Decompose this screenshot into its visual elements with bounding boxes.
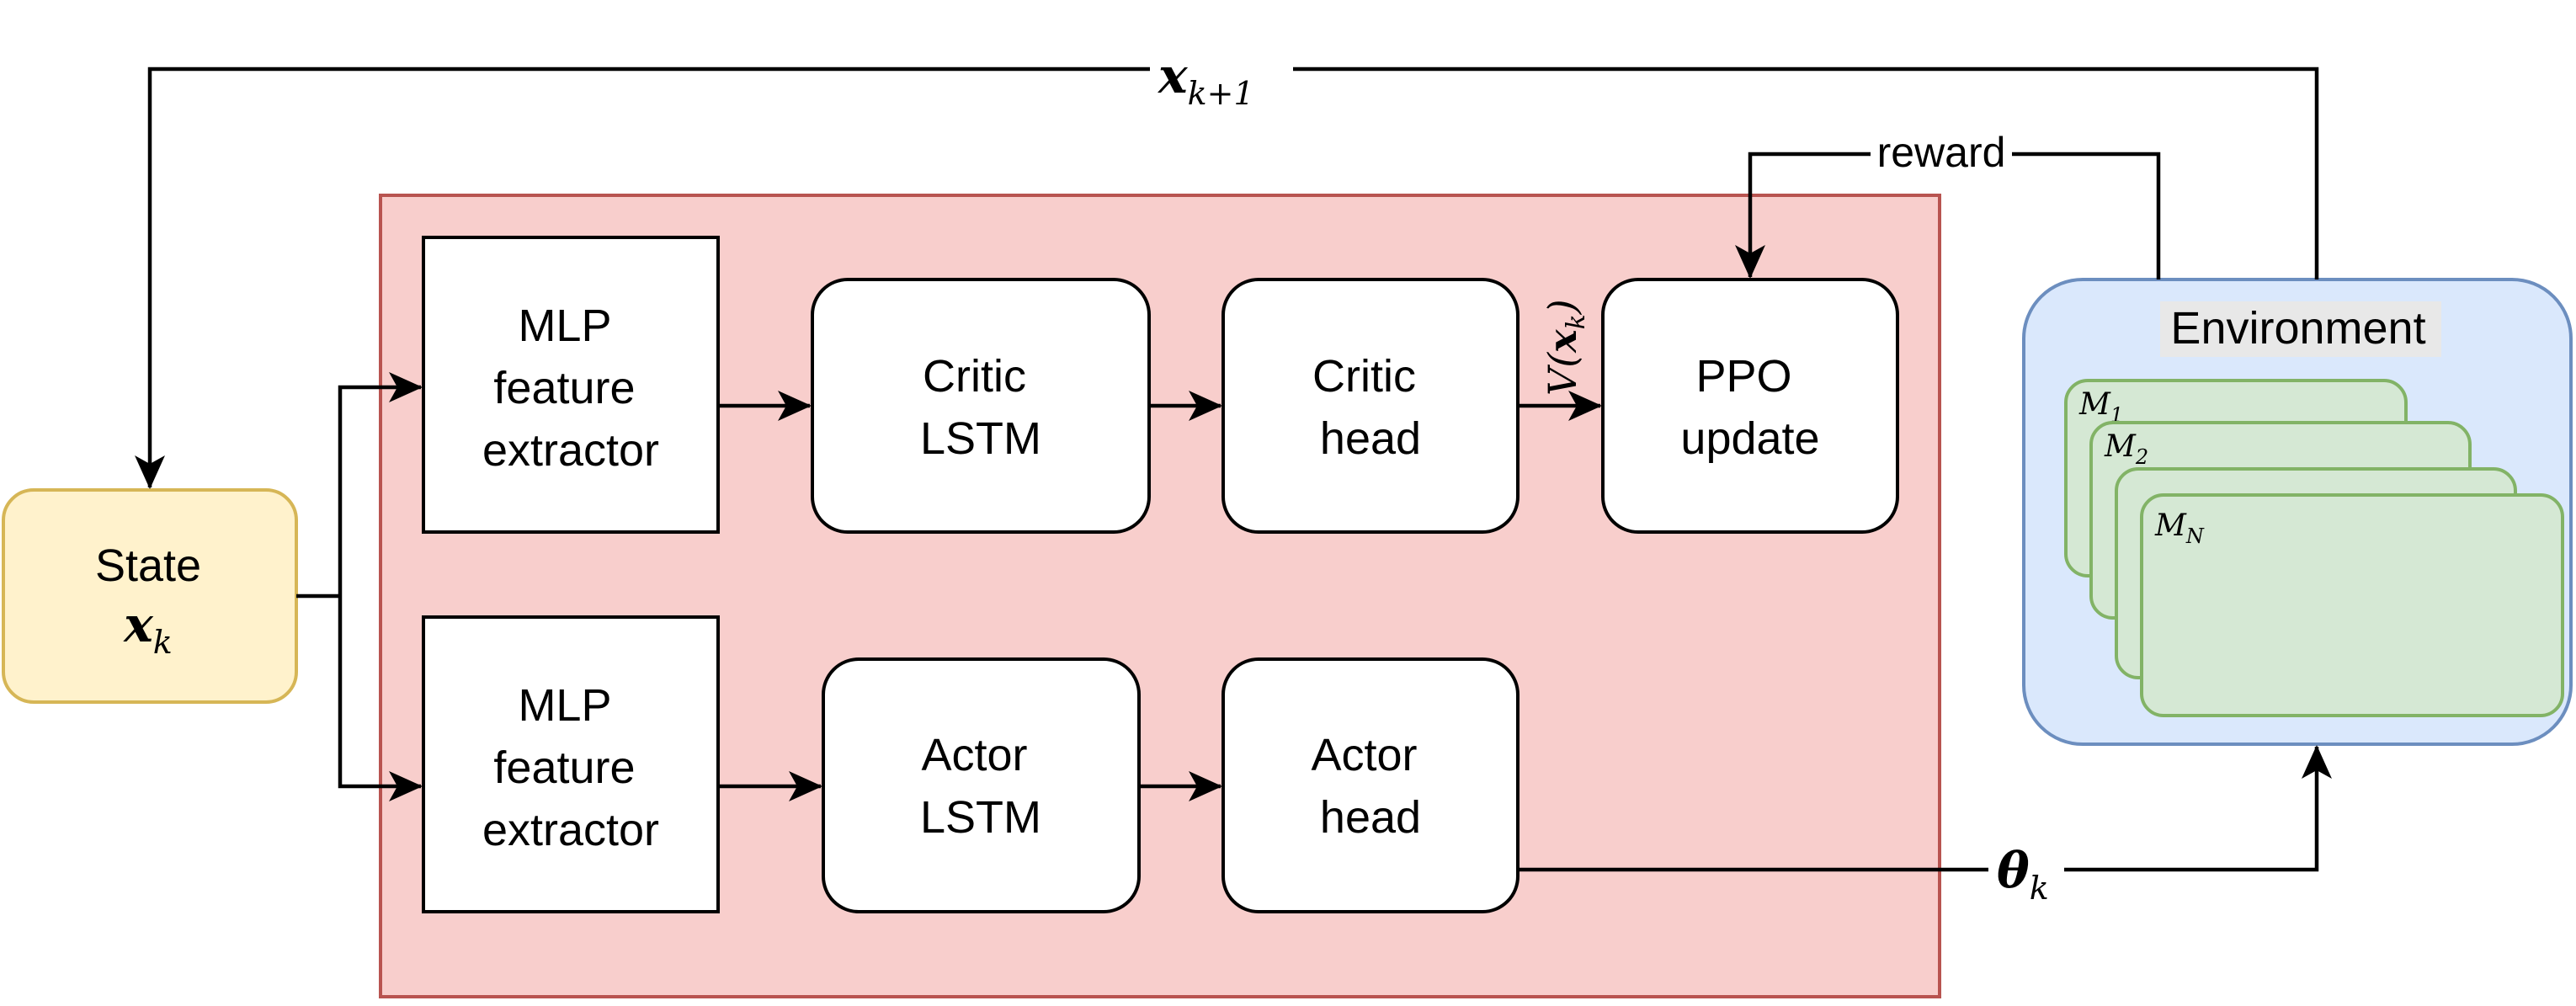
model-card-2-label: M2 bbox=[2104, 429, 2148, 469]
model-card-n bbox=[2140, 493, 2564, 717]
edge-action-to-environment bbox=[1518, 745, 2332, 872]
actor-lstm-node bbox=[822, 657, 1141, 913]
next-state-label-bg bbox=[1150, 44, 1293, 113]
mlp-actor-label: MLP feature extractor bbox=[482, 680, 659, 855]
edge-state-to-mlp-bottom bbox=[338, 596, 423, 801]
edge-state-to-mlp-top bbox=[338, 372, 423, 596]
mlp-feature-extractor-critic bbox=[422, 236, 720, 534]
ppo-update-label: PPO update bbox=[1680, 351, 1819, 464]
state-label: State bbox=[95, 540, 201, 591]
critic-lstm-label: Critic LSTM bbox=[920, 351, 1041, 464]
critic-lstm-node bbox=[811, 278, 1151, 534]
environment-title-bg bbox=[2160, 301, 2441, 357]
mlp-feature-extractor-actor bbox=[422, 615, 720, 913]
reward-label-bg bbox=[1871, 131, 2012, 178]
ppo-update-node bbox=[1601, 278, 1899, 534]
svg-text:V(xk): V(xk) bbox=[1540, 299, 1591, 396]
environment-title: Environment bbox=[2170, 303, 2425, 354]
actor-head-label: Actor head bbox=[1311, 730, 1429, 843]
edge-next-state-label: xk+1 bbox=[1157, 47, 1254, 112]
edge-value-label: V(xk) bbox=[1540, 299, 1591, 396]
edge-reward-label: reward bbox=[1877, 129, 2006, 176]
critic-head-label: Critic head bbox=[1312, 351, 1429, 464]
edge-action-label: θk bbox=[1997, 842, 2049, 907]
mlp-critic-label: MLP feature extractor bbox=[482, 301, 659, 476]
theta-label-bg bbox=[1988, 840, 2064, 906]
critic-head-node bbox=[1221, 278, 1520, 534]
model-card-n-label: MN bbox=[2154, 508, 2205, 548]
state-variable: xk bbox=[122, 596, 173, 661]
actor-lstm-label: Actor LSTM bbox=[920, 730, 1041, 843]
actor-head-node bbox=[1221, 657, 1520, 913]
